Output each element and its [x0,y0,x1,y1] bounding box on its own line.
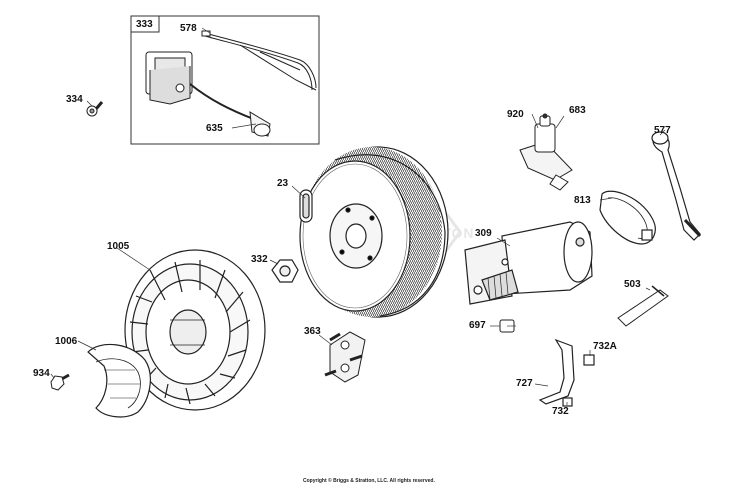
callout-727[interactable]: 727 [516,378,533,389]
part-920-coil [519,113,573,191]
callout-697[interactable]: 697 [469,320,486,331]
part-23-flywheel [299,146,449,318]
part-503-baffle [617,285,669,327]
callout-683[interactable]: 683 [569,105,586,116]
part-813-clamp [599,190,656,245]
part-727-bracket [538,338,595,407]
copyright-notice: Copyright © Briggs & Stratton, LLC. All … [303,478,435,484]
part-1005-fan [124,249,266,411]
callout-732a[interactable]: 732A [593,341,617,352]
kit-box-333 [130,15,320,145]
callout-934[interactable]: 934 [33,368,50,379]
callout-577[interactable]: 577 [654,125,671,136]
callout-635[interactable]: 635 [206,123,223,134]
callout-333[interactable]: 333 [136,19,153,30]
callout-23[interactable]: 23 [277,178,289,189]
part-363-spacer [324,331,366,383]
callout-332[interactable]: 332 [251,254,268,265]
callout-1005[interactable]: 1005 [107,241,130,252]
part-332-nut [271,259,299,283]
part-334-bolt [86,101,104,117]
callout-1006[interactable]: 1006 [55,336,78,347]
part-309-starter [464,221,593,305]
part-934-bolt [50,373,70,391]
callout-813[interactable]: 813 [574,195,591,206]
part-697-bolt [499,319,516,333]
callout-309[interactable]: 309 [475,228,492,239]
part-577-plug-boot [651,131,702,241]
callout-732[interactable]: 732 [552,406,569,417]
callout-363[interactable]: 363 [304,326,321,337]
callout-920[interactable]: 920 [507,109,524,120]
part-635-ignition-armature [145,51,271,137]
leader-lines [50,27,666,405]
callout-334[interactable]: 334 [66,94,83,105]
part-1006-screen [87,343,151,418]
part-578-kill-wire [201,30,317,91]
callout-578[interactable]: 578 [180,23,197,34]
callout-503[interactable]: 503 [624,279,641,290]
